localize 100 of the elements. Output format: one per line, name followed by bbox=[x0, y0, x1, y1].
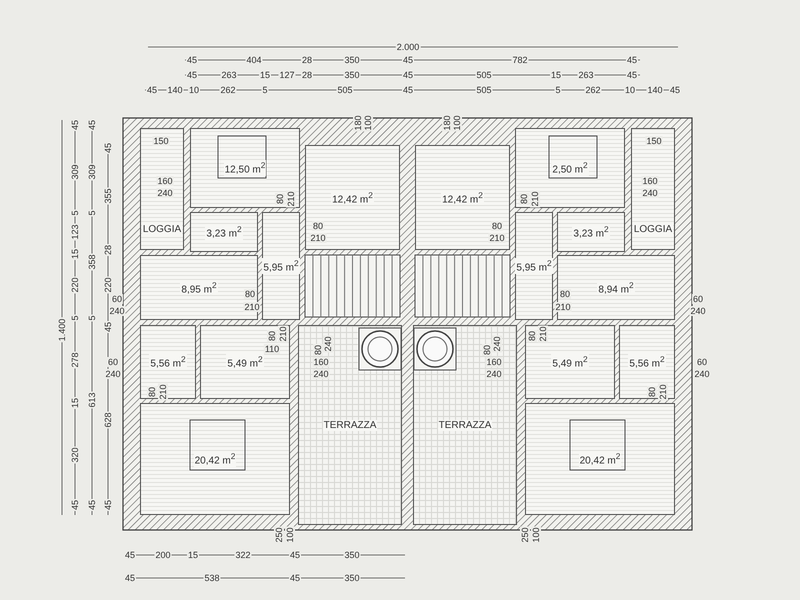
room-area bbox=[262, 212, 300, 320]
dimension-label: 28 bbox=[301, 55, 313, 65]
dimension-label: 45 bbox=[186, 55, 198, 65]
dimension-label: 240 bbox=[641, 188, 659, 198]
dimension-label: 404 bbox=[245, 55, 263, 65]
dimension-label: 263 bbox=[220, 70, 238, 80]
dimension-label: 140 bbox=[166, 85, 184, 95]
dimension-label: 210 bbox=[286, 190, 296, 208]
area-label: 8,95 m$^{2}$ bbox=[180, 280, 218, 296]
room-area bbox=[557, 212, 625, 252]
area-label: 12,42 m$^{2}$ bbox=[441, 190, 484, 206]
dimension-label: 160 bbox=[312, 357, 330, 367]
dimension-label: 45 bbox=[103, 321, 113, 333]
room-area bbox=[415, 145, 510, 250]
dimension-label: 210 bbox=[488, 233, 506, 243]
dimension-label: 45 bbox=[103, 499, 113, 511]
area-label: 5,56 m$^{2}$ bbox=[149, 354, 187, 370]
dimension-label: 45 bbox=[103, 142, 113, 154]
dimension-label: 5 bbox=[70, 314, 80, 322]
dimension-label: 100 bbox=[531, 526, 541, 544]
area-label: 3,23 m$^{2}$ bbox=[205, 224, 243, 240]
room-area bbox=[140, 325, 196, 399]
dimension-label: 45 bbox=[87, 119, 97, 131]
dimension-label: 309 bbox=[70, 163, 80, 181]
dimension-label: 160 bbox=[485, 357, 503, 367]
dimension-label: 262 bbox=[219, 85, 237, 95]
area-label: 5,49 m$^{2}$ bbox=[226, 354, 264, 370]
dimension-label: 123 bbox=[70, 223, 80, 241]
dimension-label: 210 bbox=[538, 325, 548, 343]
dimension-label: 80 bbox=[527, 330, 537, 342]
dimension-label: 240 bbox=[485, 369, 503, 379]
area-label: 20,42 m$^{2}$ bbox=[578, 451, 622, 467]
room-name: LOGGIA bbox=[632, 224, 674, 235]
dimension-label: 80 bbox=[267, 330, 277, 342]
dimension-label: 28 bbox=[301, 70, 313, 80]
dimension-label: 210 bbox=[158, 383, 168, 401]
dimension-label: 250 bbox=[274, 526, 284, 544]
dimension-label: 5 bbox=[87, 314, 97, 322]
dimension-label: 262 bbox=[584, 85, 602, 95]
dimension-label: 10 bbox=[188, 85, 200, 95]
dimension-label: 10 bbox=[624, 85, 636, 95]
area-label: 2,50 m$^{2}$ bbox=[551, 160, 589, 176]
area-label: 5,56 m$^{2}$ bbox=[628, 354, 666, 370]
dimension-label: 5 bbox=[87, 210, 97, 216]
dimension-label: 210 bbox=[658, 383, 668, 401]
dimension-label: 505 bbox=[475, 85, 493, 95]
dimension-label: 309 bbox=[87, 163, 97, 181]
area-label: 5,49 m$^{2}$ bbox=[551, 354, 589, 370]
room-area bbox=[200, 325, 290, 399]
dimension-label: 80 bbox=[147, 386, 157, 398]
dimension-label: 140 bbox=[646, 85, 664, 95]
dimension-label: 100 bbox=[363, 114, 373, 132]
dimension-label: 60 bbox=[692, 294, 704, 304]
dimension-label: 28 bbox=[103, 244, 113, 256]
dimension-label: 180 bbox=[353, 114, 363, 132]
dimension-label: 160 bbox=[641, 176, 659, 186]
dimension-label: 322 bbox=[234, 550, 252, 560]
dimension-label: 180 bbox=[442, 114, 452, 132]
dimension-label: 45 bbox=[70, 499, 80, 511]
room-area bbox=[305, 145, 400, 250]
dimension-label: 210 bbox=[554, 302, 572, 312]
dimension-label: 5 bbox=[554, 85, 562, 95]
dimension-label: 350 bbox=[343, 573, 361, 583]
dimension-label: 80 bbox=[559, 289, 571, 299]
dimension-label: 15 bbox=[70, 248, 80, 260]
dimension-label: 80 bbox=[313, 344, 323, 356]
area-label: 5,95 m$^{2}$ bbox=[262, 258, 300, 274]
dimension-label: 250 bbox=[520, 526, 530, 544]
area-label: 20,42 m$^{2}$ bbox=[194, 451, 236, 467]
dimension-label: 150 bbox=[152, 136, 170, 146]
dimension-label: 45 bbox=[402, 85, 414, 95]
dimension-label: 45 bbox=[146, 85, 158, 95]
area-label: 8,94 m$^{2}$ bbox=[597, 280, 635, 296]
dimension-label: 80 bbox=[482, 344, 492, 356]
dimension-label: 628 bbox=[103, 411, 113, 429]
dimension-label: 240 bbox=[323, 335, 333, 353]
dimension-label: 100 bbox=[285, 526, 295, 544]
dimension-label: 240 bbox=[689, 306, 707, 316]
dimension-label: 240 bbox=[492, 335, 502, 353]
dimension-label: 240 bbox=[108, 306, 126, 316]
dimension-label: 782 bbox=[511, 55, 529, 65]
dimension-label: 160 bbox=[156, 176, 174, 186]
dimension-label: 210 bbox=[530, 190, 540, 208]
dimension-label: 240 bbox=[312, 369, 330, 379]
dimension-label: 60 bbox=[107, 357, 119, 367]
room-area bbox=[190, 212, 258, 252]
dimension-label: 15 bbox=[550, 70, 562, 80]
room-area bbox=[557, 255, 675, 320]
area-label: 12,50 m$^{2}$ bbox=[224, 160, 266, 176]
dimension-label: 505 bbox=[336, 85, 354, 95]
room-name: LOGGIA bbox=[142, 224, 182, 235]
area-label: 5,95 m$^{2}$ bbox=[515, 258, 553, 274]
loggia-area bbox=[140, 128, 184, 250]
room-area bbox=[515, 212, 553, 320]
dimension-label: 15 bbox=[259, 70, 271, 80]
dimension-label: 210 bbox=[243, 302, 261, 312]
dimension-label: 220 bbox=[103, 276, 113, 294]
dimension-label: 45 bbox=[626, 70, 638, 80]
dimension-label: 210 bbox=[309, 233, 327, 243]
dimension-label: 100 bbox=[452, 114, 462, 132]
